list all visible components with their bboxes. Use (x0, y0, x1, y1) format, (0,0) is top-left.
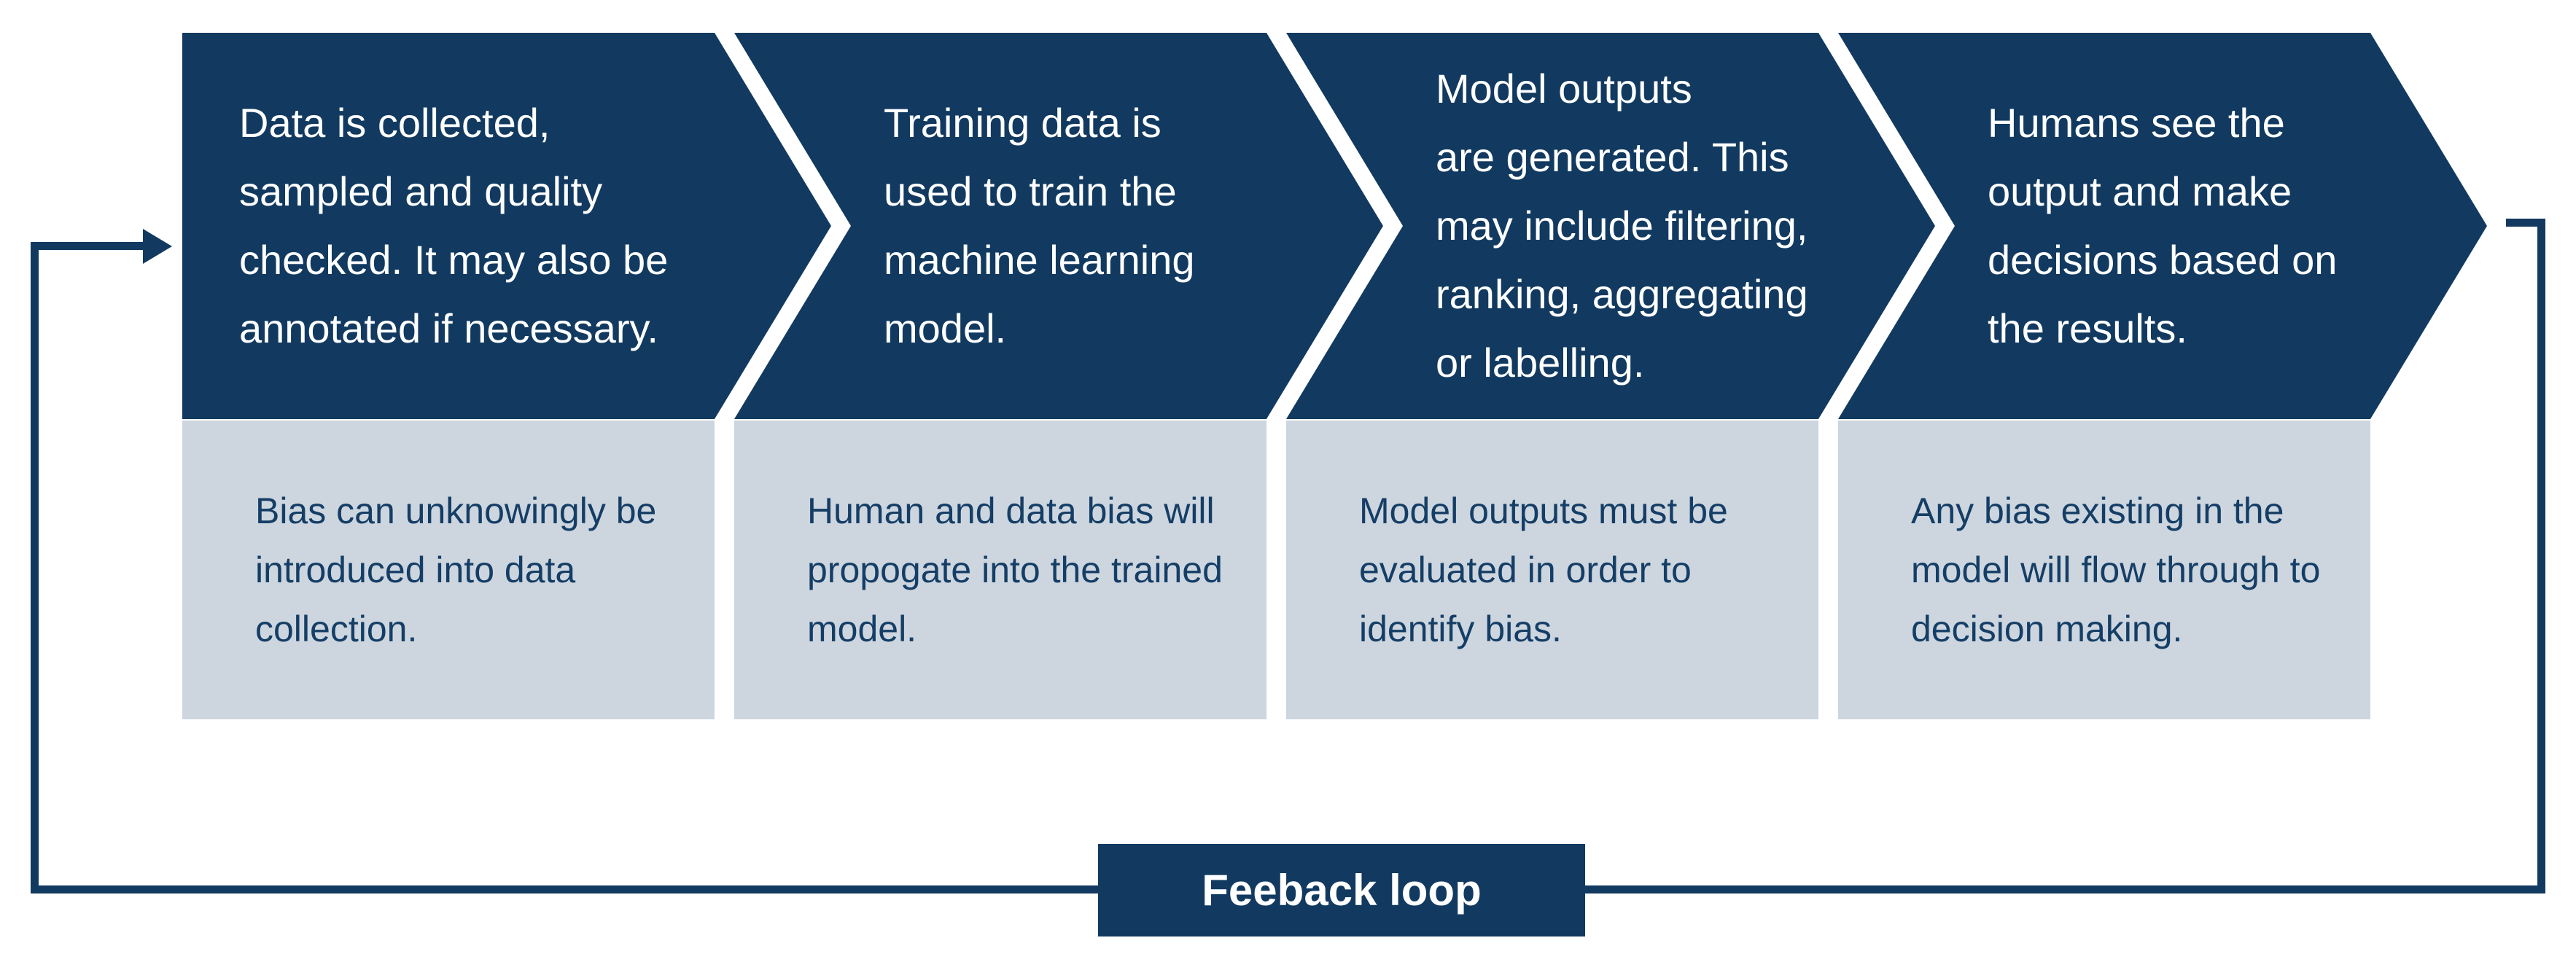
stage-4-bias-text: Any bias existing in the model will flow… (1911, 490, 2321, 649)
feedback-line-left-vertical (31, 242, 39, 893)
feedback-line-left-arm (31, 242, 146, 250)
feedback-loop-label: Feeback loop (1098, 844, 1585, 936)
stage-2-chevron-model-training: Training data is used to train the machi… (734, 33, 1383, 419)
stage-1-bias-text: Bias can unknowingly be introduced into … (255, 490, 657, 649)
stage-4-bias-box: Any bias existing in the model will flow… (1838, 421, 2370, 719)
stage-3-step-text: Model outputs are generated. This may in… (1436, 66, 1808, 386)
stage-2-step-text: Training data is used to train the machi… (884, 100, 1195, 351)
stage-4-step-text: Humans see the output and make decisions… (1988, 100, 2338, 351)
feedback-loop-label-text: Feeback loop (1202, 866, 1482, 915)
stage-1-bias-box: Bias can unknowingly be introduced into … (182, 421, 715, 719)
stage-2-bias-text: Human and data bias will propogate into … (807, 490, 1223, 649)
stage-3-bias-text: Model outputs must be evaluated in order… (1359, 490, 1728, 649)
stage-1-step-text: Data is collected, sampled and quality c… (239, 100, 669, 351)
stage-1-chevron-data-collection: Data is collected, sampled and quality c… (182, 33, 831, 419)
stage-3-bias-box: Model outputs must be evaluated in order… (1286, 421, 1818, 719)
stage-4-chevron-human-decisions: Humans see the output and make decisions… (1838, 33, 2487, 419)
feedback-arrow-head-icon (143, 229, 172, 264)
stage-3-chevron-model-outputs: Model outputs are generated. This may in… (1286, 33, 1935, 419)
feedback-line-right-vertical (2537, 219, 2545, 893)
feedback-line-right-arm (2506, 219, 2545, 227)
stage-2-bias-box: Human and data bias will propogate into … (734, 421, 1266, 719)
